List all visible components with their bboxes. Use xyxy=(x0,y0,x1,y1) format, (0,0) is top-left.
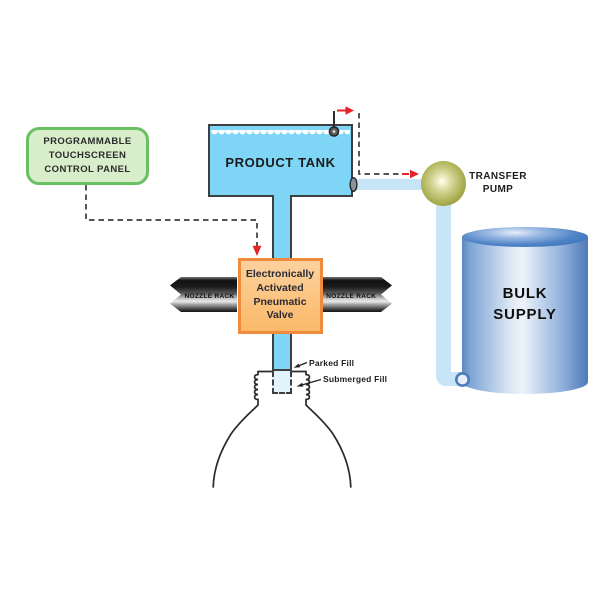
nozzle-rack-left: NOZZLE RACK xyxy=(170,277,237,312)
submerged-fill-arrow xyxy=(296,378,322,387)
nozzle-rack-left-label: NOZZLE RACK xyxy=(184,293,235,300)
nozzle-rack-right: NOZZLE RACK xyxy=(323,277,393,312)
red-arrow-pump-icon xyxy=(410,169,419,179)
pneumatic-valve-label: Electronically Activated Pneumatic Valve xyxy=(245,268,315,322)
bulk-supply-tank xyxy=(462,237,588,394)
control-panel: PROGRAMMABLE TOUCHSCREEN CONTROL PANEL xyxy=(26,127,149,185)
product-pipe-lower xyxy=(272,331,292,371)
nozzle-rack-right-label: NOZZLE RACK xyxy=(326,293,377,300)
bottle-left-side xyxy=(212,370,259,488)
bottle-right-side xyxy=(305,370,352,488)
control-panel-label: PROGRAMMABLE TOUCHSCREEN CONTROL PANEL xyxy=(43,135,132,176)
pneumatic-valve: Electronically Activated Pneumatic Valve xyxy=(237,257,323,334)
pipe-elbow-stub xyxy=(445,372,461,386)
red-arrow-down-icon xyxy=(252,245,262,256)
product-pipe-upper xyxy=(272,194,292,259)
fill-tube-submerged-dashed xyxy=(272,371,292,394)
product-tank-label: PRODUCT TANK xyxy=(225,155,336,170)
pump-discharge-pipe xyxy=(352,179,444,190)
tank-water-line xyxy=(211,130,350,137)
submerged-fill-label: Submerged Fill xyxy=(323,374,388,384)
product-tank: PRODUCT TANK xyxy=(208,124,353,197)
bulk-supply-top-ellipse xyxy=(462,227,588,247)
transfer-pump xyxy=(421,161,466,206)
pump-suction-pipe xyxy=(436,195,451,386)
bulk-supply-label: BULK SUPPLY xyxy=(493,285,557,323)
parked-fill-arrow xyxy=(293,361,308,368)
red-arrow-right-icon xyxy=(345,106,354,115)
level-signal-path xyxy=(358,113,401,175)
transfer-pump-label: TRANSFER PUMP xyxy=(469,171,527,195)
parked-fill-label: Parked Fill xyxy=(309,358,355,368)
